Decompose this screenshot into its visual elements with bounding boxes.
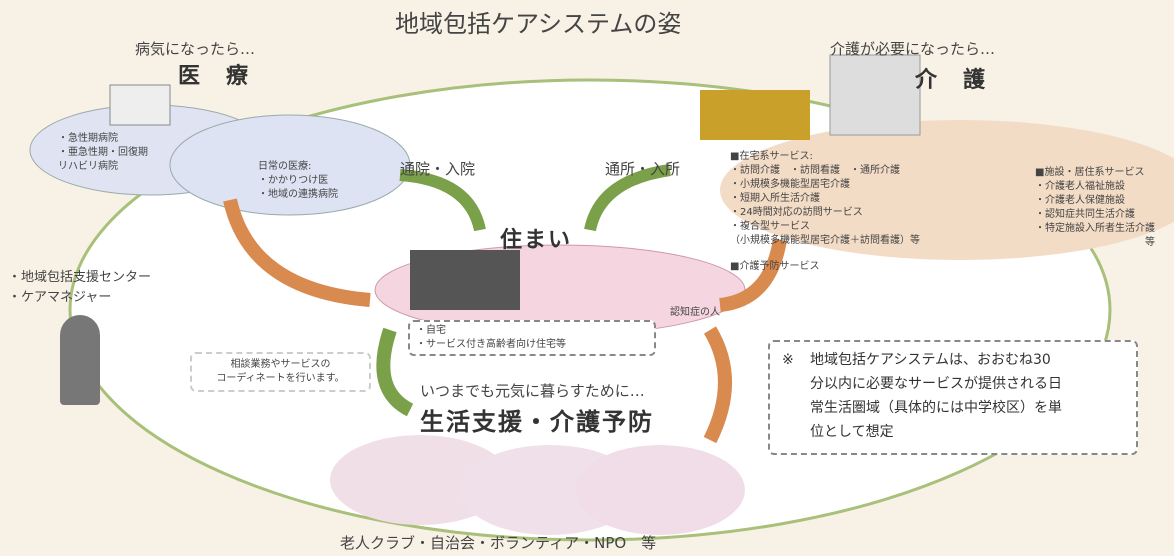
housing-item: ・自宅: [416, 325, 446, 336]
care-ellipse: [720, 120, 1174, 260]
home-service-item: ・24時間対応の訪問サービス: [730, 207, 863, 218]
hospital-item: リハビリ病院: [58, 161, 118, 172]
support-note-line: コーディネートを行います。: [216, 373, 345, 384]
facility-service-item: ・認知症共同生活介護: [1035, 209, 1135, 220]
home-services-heading: ■在宅系サービス:: [730, 151, 813, 162]
support-note: 相談業務やサービスの コーディネートを行います。: [190, 352, 371, 392]
medical-arrow-label: 通院・入院: [400, 160, 476, 178]
facility-services-heading: ■施設・居住系サービス: [1035, 167, 1145, 178]
note-line: 分以内に必要なサービスが提供される日: [810, 376, 1062, 392]
care-van-illustration: [700, 90, 810, 140]
life-support-lead: いつまでも元気に暮らすために…: [420, 382, 645, 400]
arrow-home-to-life: [376, 327, 414, 417]
ambulance-illustration: [109, 84, 171, 126]
care-arrow-label: 通所・入所: [605, 160, 681, 178]
home-service-item: ・小規模多機能型居宅介護: [730, 179, 850, 190]
daily-medical-list: 日常の医療: ・かかりつけ医 ・地域の連携病院: [258, 160, 338, 202]
support-center-item: ・地域包括支援センター: [8, 270, 152, 285]
facility-service-item: 等: [1145, 237, 1155, 248]
care-heading: 介 護: [915, 68, 988, 93]
hospital-list: ・急性期病院 ・亜急性期・回復期 リハビリ病院: [58, 132, 148, 174]
note-line: 位として想定: [810, 424, 894, 440]
arrow-home-to-medical: [399, 169, 486, 232]
home-heading: 住まい: [500, 228, 573, 253]
note-text: 地域包括ケアシステムは、おおむね30 分以内に必要なサービスが提供される日 常生…: [810, 348, 1062, 444]
prevention-services: ■介護予防サービス: [730, 261, 820, 272]
home-service-item: （小規模多機能型居宅介護＋訪問看護）等: [730, 235, 920, 246]
support-center-item: ・ケアマネジャー: [8, 290, 112, 305]
note-line: 常生活圏域（具体的には中学校区）を単: [810, 400, 1062, 416]
home-service-item: ・訪問介護 ・訪問看護 ・通所介護: [730, 165, 900, 176]
page-title: 地域包括ケアシステムの姿: [395, 10, 682, 38]
facility-service-item: ・介護老人保健施設: [1035, 195, 1125, 206]
facility-service-item: ・特定施設入所者生活介護: [1035, 223, 1155, 234]
home-service-item: ・短期入所生活介護: [730, 193, 820, 204]
note-mark: ※: [782, 352, 794, 368]
facility-services-list: ■施設・居住系サービス ・介護老人福祉施設 ・介護老人保健施設 ・認知症共同生活…: [1035, 166, 1155, 250]
daily-medical-heading: 日常の医療:: [258, 161, 312, 172]
support-center-list: ・地域包括支援センター ・ケアマネジャー: [8, 268, 151, 308]
arrow-care-to-home: [719, 238, 787, 312]
hospital-item: ・急性期病院: [58, 133, 118, 144]
life-support-heading: 生活支援・介護予防: [420, 408, 654, 436]
note-line: 地域包括ケアシステムは、おおむね30: [810, 352, 1051, 368]
daily-medical-item: ・かかりつけ医: [258, 175, 329, 186]
dementia-label: 認知症の人: [670, 307, 720, 318]
care-manager-illustration: [60, 315, 100, 405]
daily-medical-ellipse: [169, 114, 411, 216]
arrow-medical-to-home: [223, 198, 371, 307]
daily-medical-item: ・地域の連携病院: [258, 189, 338, 200]
arrow-home-to-care: [584, 164, 671, 232]
medical-heading: 医 療: [178, 64, 251, 89]
community-footer: 老人クラブ・自治会・ボランティア・NPO 等: [340, 534, 657, 552]
home-service-item: ・複合型サービス: [730, 221, 810, 232]
hospital-item: ・亜急性期・回復期: [58, 147, 148, 158]
support-note-line: 相談業務やサービスの: [230, 359, 331, 370]
housing-item: ・サービス付き高齢者向け住宅等: [416, 339, 566, 350]
arrow-life-to-home: [703, 326, 732, 444]
care-building-illustration: [829, 54, 921, 136]
house-illustration: [410, 250, 520, 310]
care-lead: 介護が必要になったら…: [830, 40, 996, 58]
note-box: ※ 地域包括ケアシステムは、おおむね30 分以内に必要なサービスが提供される日 …: [768, 340, 1138, 455]
facility-service-item: ・介護老人福祉施設: [1035, 181, 1125, 192]
medical-lead: 病気になったら…: [135, 40, 256, 58]
community-ellipse-3: [575, 445, 745, 535]
home-services-list: ■在宅系サービス: ・訪問介護 ・訪問看護 ・通所介護 ・小規模多機能型居宅介護…: [730, 150, 920, 274]
housing-box: ・自宅 ・サービス付き高齢者向け住宅等: [408, 320, 656, 356]
